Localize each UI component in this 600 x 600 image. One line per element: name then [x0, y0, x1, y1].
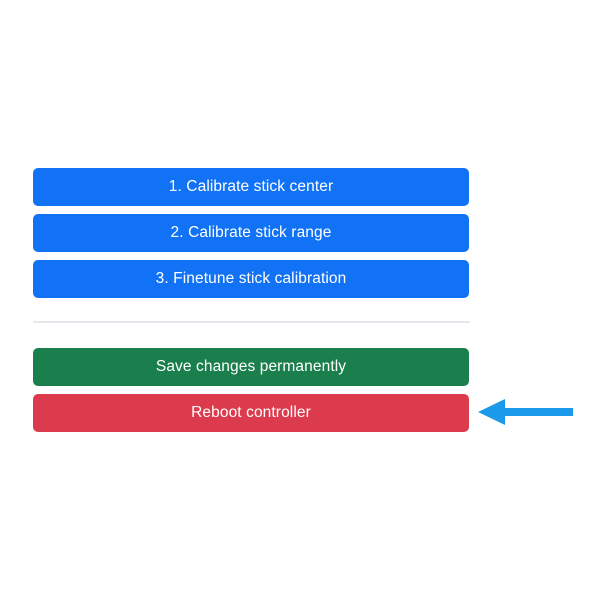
left-arrow-icon: [478, 399, 573, 425]
save-changes-permanently-button[interactable]: Save changes permanently: [33, 348, 469, 386]
reboot-controller-button[interactable]: Reboot controller: [33, 394, 469, 432]
finetune-stick-calibration-button[interactable]: 3. Finetune stick calibration: [33, 260, 469, 298]
section-divider: [33, 321, 470, 323]
calibrate-stick-range-button[interactable]: 2. Calibrate stick range: [33, 214, 469, 252]
calibrate-stick-center-button[interactable]: 1. Calibrate stick center: [33, 168, 469, 206]
